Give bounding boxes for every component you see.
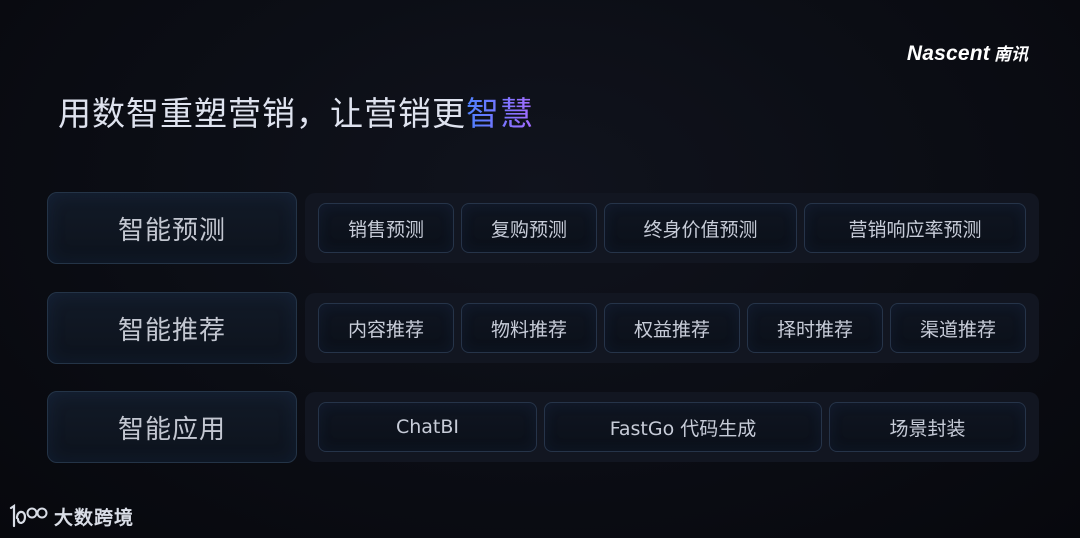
chip-sales-forecast[interactable]: 销售预测 — [318, 203, 454, 253]
chip-content-rec[interactable]: 内容推荐 — [318, 303, 454, 353]
row-label-application: 智能应用 — [47, 391, 297, 463]
chip-ltv-forecast[interactable]: 终身价值预测 — [604, 203, 797, 253]
chip-channel-rec[interactable]: 渠道推荐 — [890, 303, 1026, 353]
brand-name-en: Nascent — [906, 42, 990, 65]
watermark-text: 大数跨境 — [54, 507, 135, 529]
chip-timing-rec[interactable]: 择时推荐 — [747, 303, 883, 353]
chip-benefit-rec[interactable]: 权益推荐 — [604, 303, 740, 353]
chip-chatbi[interactable]: ChatBI — [318, 402, 537, 452]
row-panel-recommendation: 内容推荐 物料推荐 权益推荐 择时推荐 渠道推荐 — [305, 293, 1039, 363]
row-prediction: 智能预测 销售预测 复购预测 终身价值预测 营销响应率预测 — [47, 192, 1039, 264]
page-title: 用数智重塑营销，让营销更智慧 — [58, 92, 534, 136]
watermark: 大数跨境 — [8, 503, 134, 530]
watermark-logo-icon — [9, 503, 48, 527]
row-application: 智能应用 ChatBI FastGo 代码生成 场景封装 — [47, 391, 1039, 463]
brand-logo: Nascent 南讯 — [907, 40, 1028, 66]
chip-material-rec[interactable]: 物料推荐 — [461, 303, 597, 353]
row-recommendation: 智能推荐 内容推荐 物料推荐 权益推荐 择时推荐 渠道推荐 — [47, 292, 1039, 364]
title-prefix: 用数智重塑营销，让营销更 — [58, 94, 466, 133]
chip-fastgo-codegen[interactable]: FastGo 代码生成 — [544, 402, 822, 452]
row-panel-application: ChatBI FastGo 代码生成 场景封装 — [305, 392, 1039, 462]
chip-repurchase-forecast[interactable]: 复购预测 — [461, 203, 597, 253]
row-label-prediction: 智能预测 — [47, 192, 297, 264]
title-highlight: 智慧 — [466, 94, 534, 133]
chip-response-rate-forecast[interactable]: 营销响应率预测 — [804, 203, 1026, 253]
row-label-recommendation: 智能推荐 — [47, 292, 297, 364]
brand-name-cn: 南讯 — [994, 45, 1028, 65]
chip-scenario-packaging[interactable]: 场景封装 — [829, 402, 1026, 452]
row-panel-prediction: 销售预测 复购预测 终身价值预测 营销响应率预测 — [305, 193, 1039, 263]
